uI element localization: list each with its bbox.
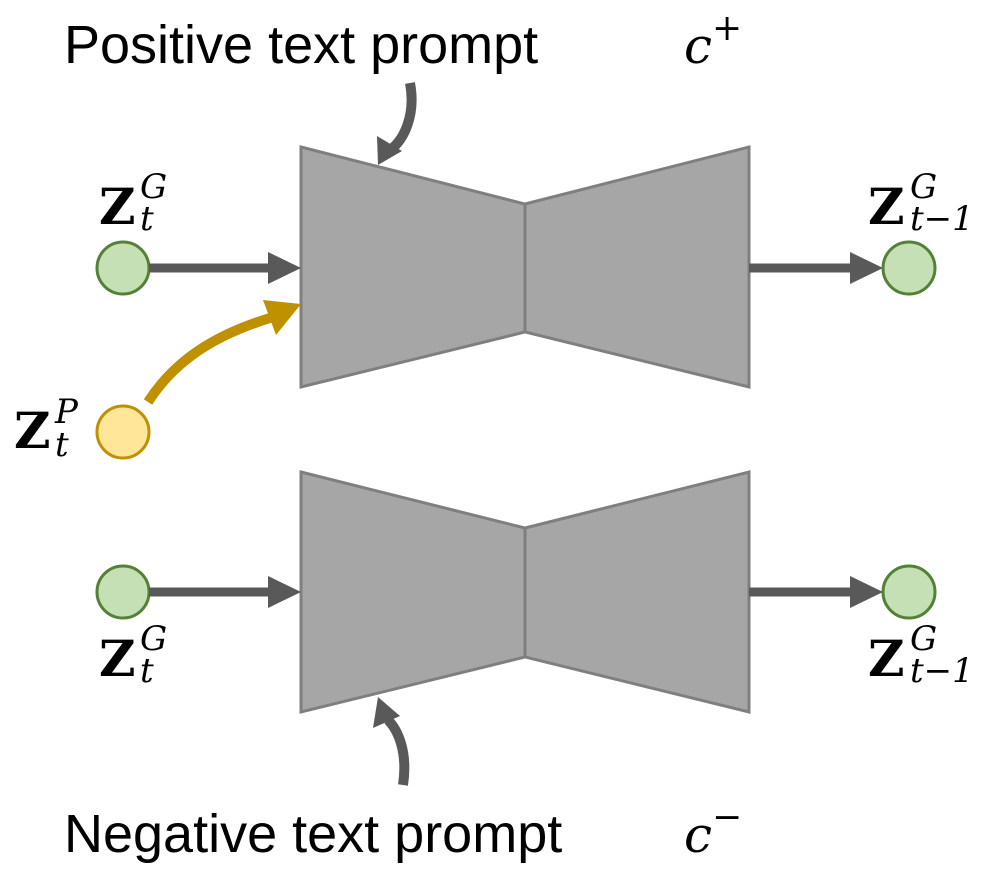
positive-prompt-label: Positive text prompt: [64, 15, 538, 75]
negative-prompt-arrow: [384, 716, 410, 786]
positive-prompt-arrowhead: [377, 136, 402, 165]
pose-latent-label: Z P t: [14, 392, 79, 465]
bottom-unet-decoder: [523, 470, 751, 714]
svg-text:G: G: [910, 167, 937, 207]
top-input-latent-node: [95, 240, 151, 296]
negative-prompt-label: Negative text prompt: [64, 804, 562, 864]
svg-text:Z: Z: [868, 177, 905, 236]
top-output-label: Z G t−1: [868, 167, 974, 239]
svg-text:Z: Z: [868, 629, 905, 688]
pose-latent-arrowhead: [263, 300, 301, 335]
bottom-output-arrowhead: [850, 576, 883, 608]
negative-prompt-arrowhead: [373, 697, 400, 728]
positive-prompt-symbol: c +: [684, 8, 742, 75]
top-unet-encoder: [299, 145, 527, 389]
top-unet-decoder: [523, 145, 751, 389]
svg-text:c: c: [684, 806, 712, 864]
bottom-output-label: Z G t−1: [868, 619, 974, 691]
svg-text:t−1: t−1: [910, 199, 974, 239]
bottom-output-latent-node: [881, 564, 937, 620]
positive-prompt-arrow: [386, 82, 417, 155]
svg-text:Z: Z: [99, 629, 136, 688]
bottom-input-label: Z G t: [99, 619, 167, 691]
svg-text:Z: Z: [14, 401, 51, 460]
svg-text:t−1: t−1: [910, 651, 974, 691]
top-input-label: Z G t: [99, 167, 167, 239]
top-input-arrowhead: [268, 252, 301, 284]
svg-text:G: G: [910, 619, 937, 659]
pose-latent-node: [95, 404, 151, 460]
svg-text:P: P: [54, 392, 79, 432]
svg-text:t: t: [55, 425, 69, 465]
bottom-input-latent-node: [95, 564, 151, 620]
svg-text:+: +: [712, 8, 742, 49]
negative-prompt-symbol: c −: [684, 797, 742, 864]
svg-text:Z: Z: [99, 177, 136, 236]
top-output-latent-node: [881, 240, 937, 296]
bottom-unet: [299, 470, 751, 714]
top-unet: [299, 145, 751, 389]
pose-latent-arrow: [143, 313, 272, 405]
svg-text:t: t: [140, 199, 154, 239]
svg-text:G: G: [140, 619, 167, 659]
svg-text:G: G: [140, 167, 167, 207]
svg-text:t: t: [140, 651, 154, 691]
svg-text:−: −: [712, 797, 742, 838]
bottom-input-arrowhead: [268, 576, 301, 608]
bottom-unet-encoder: [299, 470, 527, 714]
top-output-arrowhead: [850, 252, 883, 284]
svg-text:c: c: [684, 17, 712, 75]
